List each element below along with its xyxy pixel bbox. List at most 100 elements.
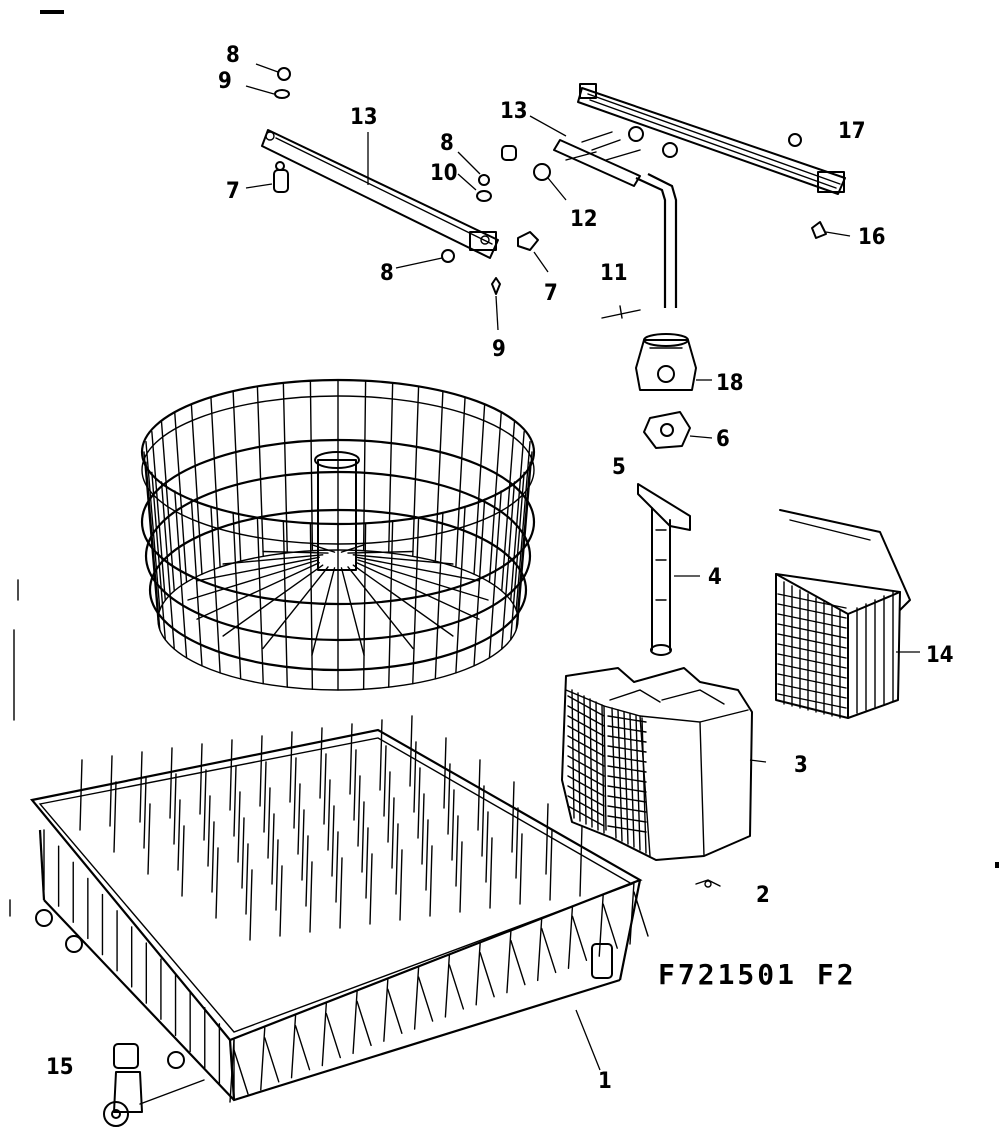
basket-bar xyxy=(309,522,314,690)
basket-spoke xyxy=(340,544,365,553)
rack-tine xyxy=(143,777,147,849)
label-2: 2 xyxy=(756,883,770,908)
basket3-grid-h xyxy=(567,745,605,767)
rack-tine xyxy=(331,805,335,877)
label-14: 13 xyxy=(350,105,378,130)
basket-bar xyxy=(232,511,242,680)
rack-tine xyxy=(357,775,361,847)
basket3-grid-h xyxy=(607,745,647,753)
basket3-grid-h xyxy=(567,755,605,777)
rack-front-diag xyxy=(510,939,526,986)
part-rack-roller xyxy=(695,879,721,888)
label-3: 3 xyxy=(794,753,808,778)
basket-bar xyxy=(174,412,188,583)
rack-tine xyxy=(109,755,113,827)
basket3-grid-v xyxy=(595,701,599,831)
basket15-grid-h xyxy=(777,593,847,609)
part-round-basket xyxy=(140,378,536,691)
rack-tine xyxy=(395,823,399,895)
basket3-grid-h xyxy=(607,725,647,733)
rack-tine xyxy=(263,761,267,833)
rack-front-diag xyxy=(448,964,465,1010)
diagram-code: F721501 F2 xyxy=(658,958,857,991)
rack-front-bar xyxy=(290,1014,297,1079)
basket15-grid-h xyxy=(777,643,847,659)
basket-spoke xyxy=(352,564,454,637)
basket-bar xyxy=(151,471,166,641)
rack-front-bar xyxy=(229,1039,235,1103)
rack-front-diag xyxy=(233,1049,249,1095)
rack-tine xyxy=(177,799,181,871)
label-11: 12 xyxy=(570,207,598,232)
rack-tine xyxy=(245,843,249,915)
basket-bar xyxy=(151,431,166,601)
rack-tine xyxy=(515,807,519,879)
rack-tine xyxy=(399,849,403,921)
basket-bar xyxy=(510,471,525,641)
basket-spoke xyxy=(222,554,324,565)
basket-bar xyxy=(455,505,466,674)
basket-bar xyxy=(488,490,502,659)
label-15: 14 xyxy=(926,643,954,668)
basket-bar xyxy=(388,520,394,688)
label-16: 15 xyxy=(46,1055,74,1080)
basket-bar xyxy=(515,461,531,631)
basket15-grid-h xyxy=(777,633,847,649)
rack-front-bar xyxy=(506,929,512,994)
rack-tine xyxy=(451,789,455,861)
rack-tine xyxy=(409,715,413,787)
rack-tine xyxy=(319,727,323,799)
label-10: 11 xyxy=(600,261,628,286)
label-4: 4 xyxy=(708,565,722,590)
basket-bar xyxy=(412,385,420,558)
rack-front-diag xyxy=(417,976,434,1022)
rack-front-bar xyxy=(475,942,481,1006)
rack-front-diag xyxy=(294,1024,311,1071)
basket15-grid-h xyxy=(777,683,847,699)
rack-tine xyxy=(417,767,421,839)
basket-bar xyxy=(256,516,264,685)
rack-tine xyxy=(519,833,523,905)
rack-tine xyxy=(511,781,515,853)
label-18: 17 xyxy=(838,119,866,144)
basket3-grid-h xyxy=(567,765,605,787)
basket-bar xyxy=(501,421,516,592)
rack-tine xyxy=(79,759,83,831)
basket-bar xyxy=(210,396,221,568)
basket-bar xyxy=(160,481,175,650)
basket-spoke xyxy=(347,566,414,650)
rack-tine xyxy=(477,759,481,831)
rack-tine xyxy=(181,825,185,897)
basket-bar xyxy=(488,412,502,583)
rack-front-diag xyxy=(540,927,557,974)
rack-tine xyxy=(327,779,331,851)
rack-tine xyxy=(229,739,233,811)
basket3-grid-v xyxy=(635,715,641,851)
label-6: 6 xyxy=(716,427,730,452)
basket-spoke xyxy=(356,556,480,582)
rack-tine xyxy=(421,793,425,865)
basket-bar xyxy=(160,421,175,592)
basket-bar xyxy=(210,505,221,674)
basket15-grid-h xyxy=(777,653,847,669)
rack-tine xyxy=(365,827,369,899)
rack-tine xyxy=(339,857,343,929)
rack-tine xyxy=(147,803,151,875)
rack-tine xyxy=(271,813,275,885)
basket3-grid-v xyxy=(601,704,605,834)
basket3-grid-h xyxy=(567,725,605,747)
rack-tine xyxy=(293,757,297,829)
label-9: 9 xyxy=(492,337,506,362)
rack-front-diag xyxy=(356,1000,372,1047)
basket3-grid-v xyxy=(617,709,623,842)
rack-front-diag xyxy=(571,915,588,962)
basket-bar xyxy=(362,522,367,690)
rack-tine xyxy=(289,731,293,803)
basket15-grid-h xyxy=(777,693,847,709)
rack-tine xyxy=(139,751,143,823)
rack-tine xyxy=(249,869,253,941)
basket-bar xyxy=(515,441,531,611)
label-17: 16 xyxy=(858,225,886,250)
basket3-grid-v xyxy=(629,713,635,848)
